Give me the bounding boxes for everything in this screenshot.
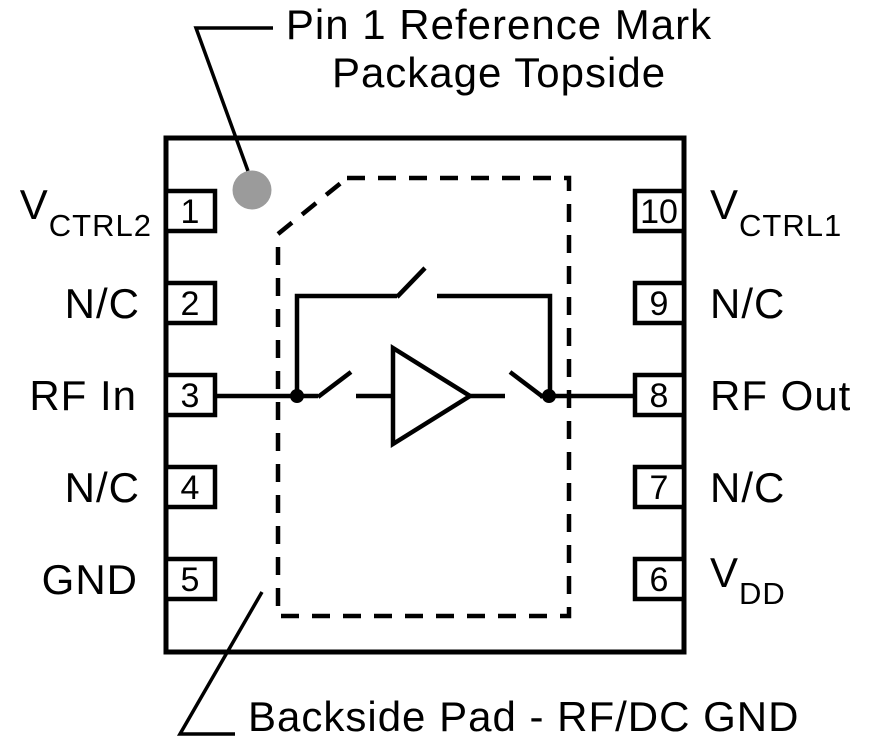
pin-row-3: 3 RF In bbox=[29, 372, 218, 419]
series-input-switch-icon bbox=[316, 370, 353, 399]
top-annotation-line1: Pin 1 Reference Mark bbox=[286, 1, 712, 48]
pin-box-10 bbox=[632, 188, 687, 234]
pin-number-3: 3 bbox=[181, 377, 200, 415]
pin-label-nc-7: N/C bbox=[710, 464, 785, 511]
pin-box-5 bbox=[163, 556, 218, 602]
bypass-right-trace bbox=[437, 293, 553, 396]
pin-box-8 bbox=[632, 372, 687, 418]
pin-box-3 bbox=[163, 372, 218, 418]
pin-row-8: 8 RF Out bbox=[632, 372, 851, 419]
pin-label-subscript: DD bbox=[739, 576, 786, 611]
pin-label-gnd: GND bbox=[42, 556, 138, 603]
pin-row-5: 5 GND bbox=[42, 556, 218, 603]
pin-number-1: 1 bbox=[181, 193, 200, 231]
series-output-switch-icon bbox=[508, 370, 545, 399]
pin-label-subscript: CTRL2 bbox=[49, 208, 152, 243]
pin-row-4: 4 N/C bbox=[65, 464, 218, 511]
pin-label-main: V bbox=[20, 181, 49, 228]
pin-row-1: 1 VCTRL2 bbox=[20, 181, 218, 243]
pin-number-8: 8 bbox=[650, 377, 669, 415]
pin-number-4: 4 bbox=[181, 469, 200, 507]
pin-row-7: 7 N/C bbox=[632, 464, 785, 511]
pin-label-vctrl2: VCTRL2 bbox=[20, 181, 152, 243]
pin-box-9 bbox=[632, 280, 687, 326]
pin-number-7: 7 bbox=[650, 469, 669, 507]
pin-label-rf-in: RF In bbox=[29, 372, 137, 419]
pin-label-nc-4: N/C bbox=[65, 464, 140, 511]
pin-box-1 bbox=[163, 188, 218, 234]
bypass-switch-icon bbox=[395, 266, 427, 299]
pin-box-6 bbox=[632, 556, 687, 602]
pin-label-main: V bbox=[710, 181, 739, 228]
pin-row-10: 10 VCTRL1 bbox=[632, 181, 842, 243]
pin-box-4 bbox=[163, 464, 218, 510]
bottom-annotation-caption: Backside Pad - RF/DC GND bbox=[248, 693, 799, 740]
top-annotation-line2: Package Topside bbox=[332, 49, 666, 96]
backside-pad-dashed-outline bbox=[275, 175, 572, 619]
pin-label-vctrl1: VCTRL1 bbox=[710, 181, 842, 243]
pin-number-10: 10 bbox=[640, 193, 678, 231]
pin-number-6: 6 bbox=[650, 561, 669, 599]
bypass-left-trace bbox=[294, 293, 397, 396]
pin-row-9: 9 N/C bbox=[632, 280, 785, 327]
pin-number-2: 2 bbox=[181, 285, 200, 323]
pin-box-2 bbox=[163, 280, 218, 326]
pin-row-2: 2 N/C bbox=[65, 280, 218, 327]
backside-pad-leader-line bbox=[176, 591, 264, 736]
pin-label-subscript: CTRL1 bbox=[739, 208, 842, 243]
pin1-mark-leader-line bbox=[193, 26, 273, 172]
pin-row-6: 6 VDD bbox=[632, 549, 786, 611]
pin-label-nc-9: N/C bbox=[710, 280, 785, 327]
pin-label-rf-out: RF Out bbox=[710, 372, 851, 419]
pin-label-main: V bbox=[710, 549, 739, 596]
pin-label-nc-2: N/C bbox=[65, 280, 140, 327]
pin-label-vdd: VDD bbox=[710, 549, 786, 611]
pin1-reference-mark-dot bbox=[232, 170, 272, 210]
pin-box-7 bbox=[632, 464, 687, 510]
pin-number-5: 5 bbox=[181, 561, 200, 599]
amplifier-icon bbox=[390, 343, 475, 449]
pin-number-9: 9 bbox=[650, 285, 669, 323]
